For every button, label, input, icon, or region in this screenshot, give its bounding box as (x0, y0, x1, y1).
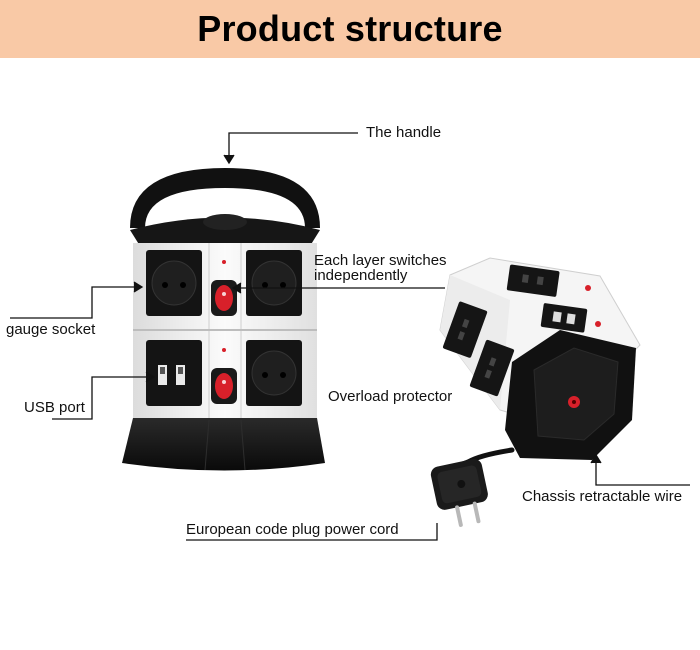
tower-base (122, 418, 325, 471)
tilted-power-strip (430, 257, 641, 527)
eu-plug (430, 458, 488, 527)
tower-power-strip (122, 168, 325, 471)
usb-panel (146, 340, 202, 406)
top-cap (130, 217, 320, 246)
side-socket-left (442, 301, 488, 358)
label-gauge-socket: gauge socket (6, 321, 96, 338)
label-switches-line1: Each layer switches (314, 252, 447, 269)
handle-shape (130, 168, 320, 228)
label-plug-cord: European code plug power cord (186, 521, 399, 538)
side-socket-right (469, 339, 515, 397)
label-chassis-wire: Chassis retractable wire (522, 488, 683, 505)
title-banner: Product structure (0, 0, 700, 58)
usb-panel-right (540, 303, 588, 333)
leader-lines (10, 132, 690, 541)
label-handle: The handle (366, 124, 442, 141)
label-usb-port: USB port (24, 399, 85, 416)
label-overload-protector: Overload protector (328, 388, 453, 405)
universal-socket-top (506, 264, 560, 297)
label-switches-line2: independently (314, 267, 408, 284)
label-switches: Each layer switches independently (314, 253, 447, 283)
page-title: Product structure (197, 8, 503, 49)
